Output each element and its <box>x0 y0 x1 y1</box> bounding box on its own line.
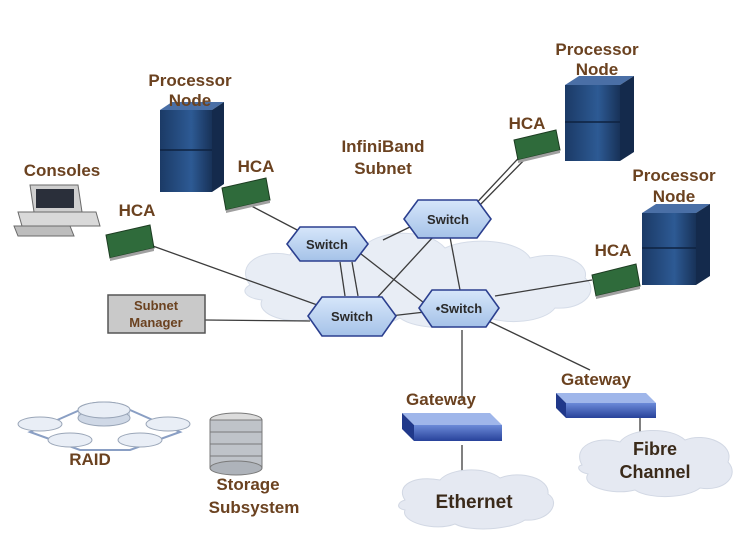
gateway-2-label: Gateway <box>561 370 631 389</box>
subnet-label-line2: Subnet <box>354 159 412 178</box>
hca-card-2: HCA <box>509 114 561 163</box>
raid-array: RAID <box>17 401 191 469</box>
hca-card-consoles: HCA <box>105 201 156 261</box>
hca-3-label: HCA <box>595 241 632 260</box>
storage-subsystem: Storage Subsystem <box>209 412 300 517</box>
subnet-manager-label-line2: Manager <box>129 315 182 330</box>
processor-node-1-label-line1: Processor <box>148 71 232 90</box>
fibre-label-line1: Fibre <box>633 439 677 459</box>
raid-disk-5 <box>117 432 163 448</box>
processor-node-2: Processor Node <box>555 40 639 161</box>
gateway-1-label: Gateway <box>406 390 476 409</box>
processor-node-1-label-line2: Node <box>169 91 212 110</box>
fibre-channel-cloud: Fibre Channel <box>578 429 733 498</box>
hca-card-1: HCA <box>221 157 275 213</box>
processor-node-1: Processor Node <box>148 71 232 192</box>
fibre-label-line2: Channel <box>619 462 690 482</box>
gateway-2[interactable]: Gateway <box>556 370 656 418</box>
switch-4[interactable]: •Switch <box>418 289 500 328</box>
processor-node-3-label-line1: Processor <box>632 166 716 185</box>
hca-card-3: HCA <box>591 241 641 299</box>
subnet-manager-label-line1: Subnet <box>134 298 179 313</box>
switch-3-label: Switch <box>331 309 373 324</box>
switch-1-label: Switch <box>306 237 348 252</box>
hca-consoles-label: HCA <box>119 201 156 220</box>
switch-4-label: •Switch <box>436 301 483 316</box>
processor-node-3: Processor Node <box>632 166 716 285</box>
raid-disk-4 <box>47 432 93 448</box>
subnet-label-line1: InfiniBand <box>341 137 424 156</box>
processor-node-2-label-line1: Processor <box>555 40 639 59</box>
ethernet-cloud: Ethernet <box>398 469 555 530</box>
processor-node-3-label-line2: Node <box>653 187 696 206</box>
raid-disk-1 <box>77 401 131 427</box>
ethernet-label: Ethernet <box>435 492 513 513</box>
storage-label-line2: Subsystem <box>209 498 300 517</box>
hca-1-label: HCA <box>238 157 275 176</box>
switch-2-label: Switch <box>427 212 469 227</box>
raid-label: RAID <box>69 450 111 469</box>
consoles-computer: Consoles <box>13 161 101 237</box>
raid-disk-3 <box>145 416 191 432</box>
switch-1[interactable]: Switch <box>285 226 370 262</box>
processor-node-2-label-line2: Node <box>576 60 619 79</box>
hca-2-label: HCA <box>509 114 546 133</box>
consoles-label: Consoles <box>24 161 101 180</box>
raid-disk-2 <box>17 416 63 432</box>
storage-label-line1: Storage <box>216 475 279 494</box>
gateway-1[interactable]: Gateway <box>402 390 502 441</box>
switch-3[interactable]: Switch <box>307 296 397 337</box>
switch-2[interactable]: Switch <box>403 199 492 239</box>
subnet-manager[interactable]: Subnet Manager <box>107 294 206 334</box>
